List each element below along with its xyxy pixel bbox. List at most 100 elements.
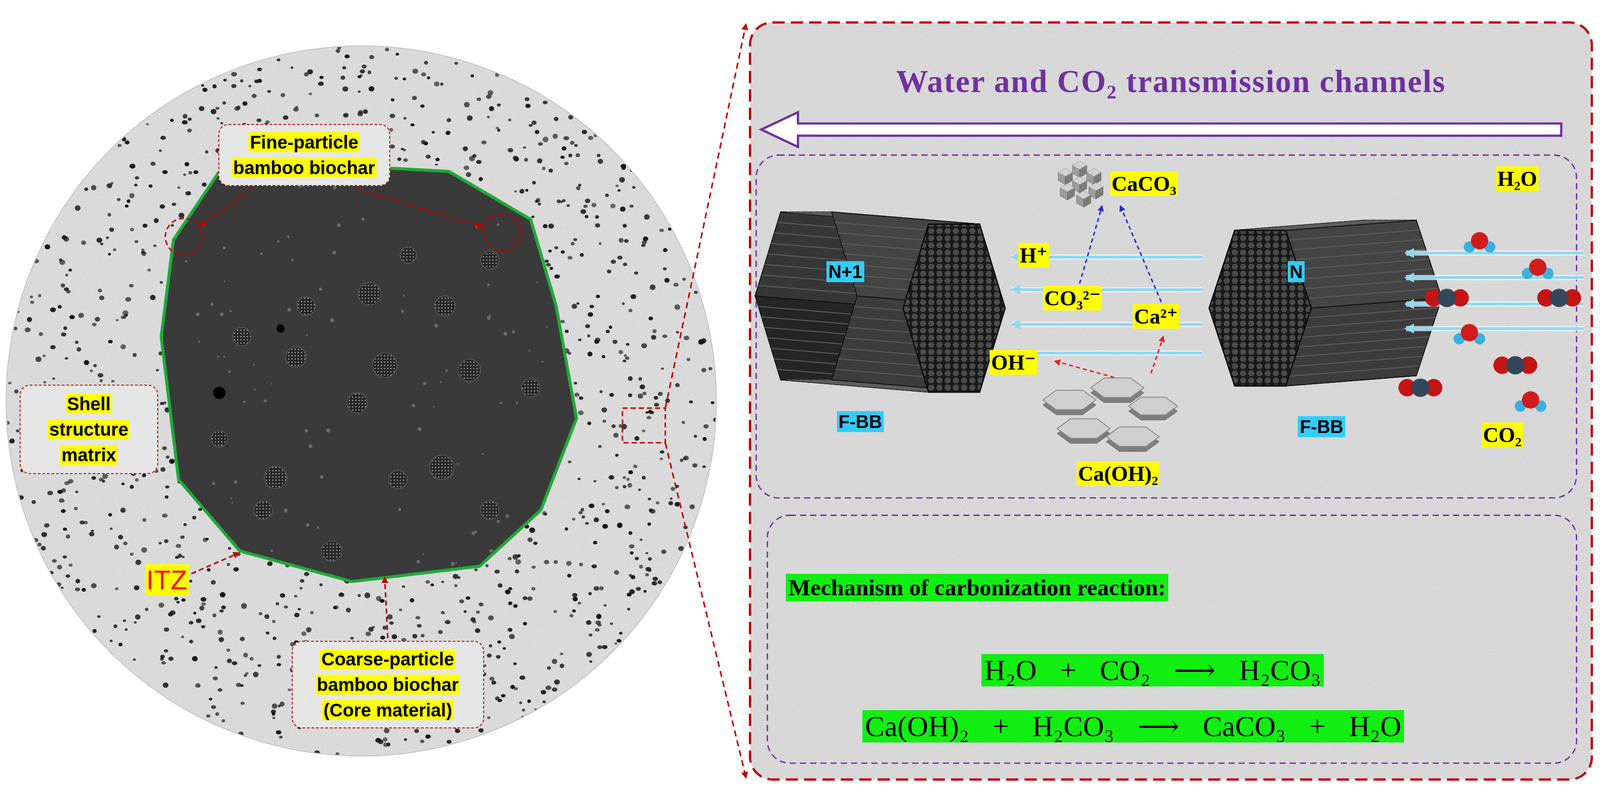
arrow-glow [1406, 274, 1585, 280]
pore [458, 359, 481, 382]
speck [361, 217, 365, 221]
fine-particle [578, 338, 582, 341]
fine-particle [51, 559, 57, 563]
fine-particle [579, 562, 584, 567]
fine-particle [470, 74, 474, 78]
arrow-glow [1406, 250, 1585, 256]
void [276, 324, 285, 333]
fine-particle [497, 640, 501, 644]
calcium-hydroxide-plates [1042, 377, 1178, 452]
cube-face [1076, 190, 1091, 200]
bamboo-biochar-particle [755, 211, 1006, 393]
fine-particle [264, 614, 270, 620]
reaction-heading: Mechanism of carbonization reaction: [785, 573, 1169, 602]
fine-particle [628, 393, 633, 398]
pore [480, 251, 499, 270]
fine-particle [97, 372, 104, 378]
text-holder: Fine-particle bamboo biochar [225, 129, 383, 181]
fine-particle [619, 176, 625, 183]
speck [333, 185, 337, 190]
fine-particle [56, 564, 62, 570]
fine-particle [181, 598, 186, 602]
fine-particle [147, 268, 151, 272]
fine-particle [465, 172, 472, 178]
fine-particle [457, 576, 461, 579]
speck [418, 427, 422, 432]
fine-particle [177, 186, 181, 189]
oxygen-atom [1460, 324, 1478, 342]
fine-particle [50, 345, 56, 350]
fine-particle [622, 485, 627, 489]
fine-particle [519, 189, 525, 194]
fine-particle [630, 575, 635, 580]
fine-particle [160, 135, 166, 140]
fine-particle [318, 81, 325, 86]
fine-particle [593, 541, 598, 545]
coarse-particle [161, 150, 577, 582]
panel-title: Water and CO₂ transmission channels [896, 63, 1446, 99]
fine-particle [454, 584, 458, 588]
fine-particle [628, 470, 633, 475]
fine-particle [421, 72, 427, 77]
fine-particle [522, 146, 526, 149]
fine-particle [357, 90, 362, 93]
fine-particle [129, 283, 135, 288]
fine-particle [206, 568, 211, 572]
fine-particle [574, 392, 580, 398]
fine-particle [512, 554, 519, 560]
fine-particle [603, 604, 607, 607]
fine-particle [252, 671, 259, 678]
fine-particle [220, 122, 223, 125]
fine-particle [240, 701, 245, 705]
fine-particle [200, 597, 207, 602]
leader-arrow [355, 188, 483, 227]
fine-particle [129, 193, 135, 199]
fine-particle [30, 300, 35, 305]
fine-particle [531, 587, 536, 591]
speck [411, 403, 416, 408]
fine-particle [145, 123, 149, 125]
fine-particle [507, 148, 514, 153]
fine-particle [686, 357, 691, 362]
fine-particle [519, 701, 522, 705]
fine-particle [595, 294, 600, 299]
chemical-label: CO₃²⁻ [1042, 285, 1103, 311]
fine-particle [58, 498, 65, 503]
fine-particle [509, 634, 516, 640]
speck [486, 316, 491, 320]
fine-particle [201, 84, 204, 88]
speck [230, 497, 233, 500]
fine-particle [633, 464, 638, 469]
fine-particle [185, 190, 192, 196]
zoom-box [622, 407, 666, 443]
chemical-label: Ca(OH)₂ [1076, 461, 1160, 486]
fine-particle [37, 542, 42, 547]
speck [330, 318, 335, 323]
fine-particle [416, 624, 422, 628]
pore [285, 346, 307, 368]
fine-particle [202, 87, 208, 92]
fine-particle [647, 497, 651, 501]
fine-particle [359, 69, 365, 74]
fine-particle [609, 392, 615, 397]
fine-particle [379, 598, 385, 603]
fine-particle [446, 739, 452, 744]
fine-particle [15, 429, 20, 433]
speck [521, 387, 524, 390]
fine-particle [507, 557, 512, 561]
fine-particle [611, 424, 616, 429]
prism-side [1285, 220, 1442, 309]
fine-particle [389, 144, 396, 149]
fine-particle [92, 629, 97, 634]
speck [287, 235, 290, 238]
fine-particle [239, 636, 245, 642]
chemical-label: CO₂ [1481, 422, 1523, 448]
fine-particle [153, 217, 159, 223]
fine-particle [44, 244, 51, 250]
fine-particle [109, 640, 113, 643]
speck [439, 381, 443, 384]
fine-particle [279, 593, 286, 599]
fine-particle [188, 170, 192, 175]
fine-particle [174, 596, 179, 601]
fine-particle [305, 627, 312, 633]
